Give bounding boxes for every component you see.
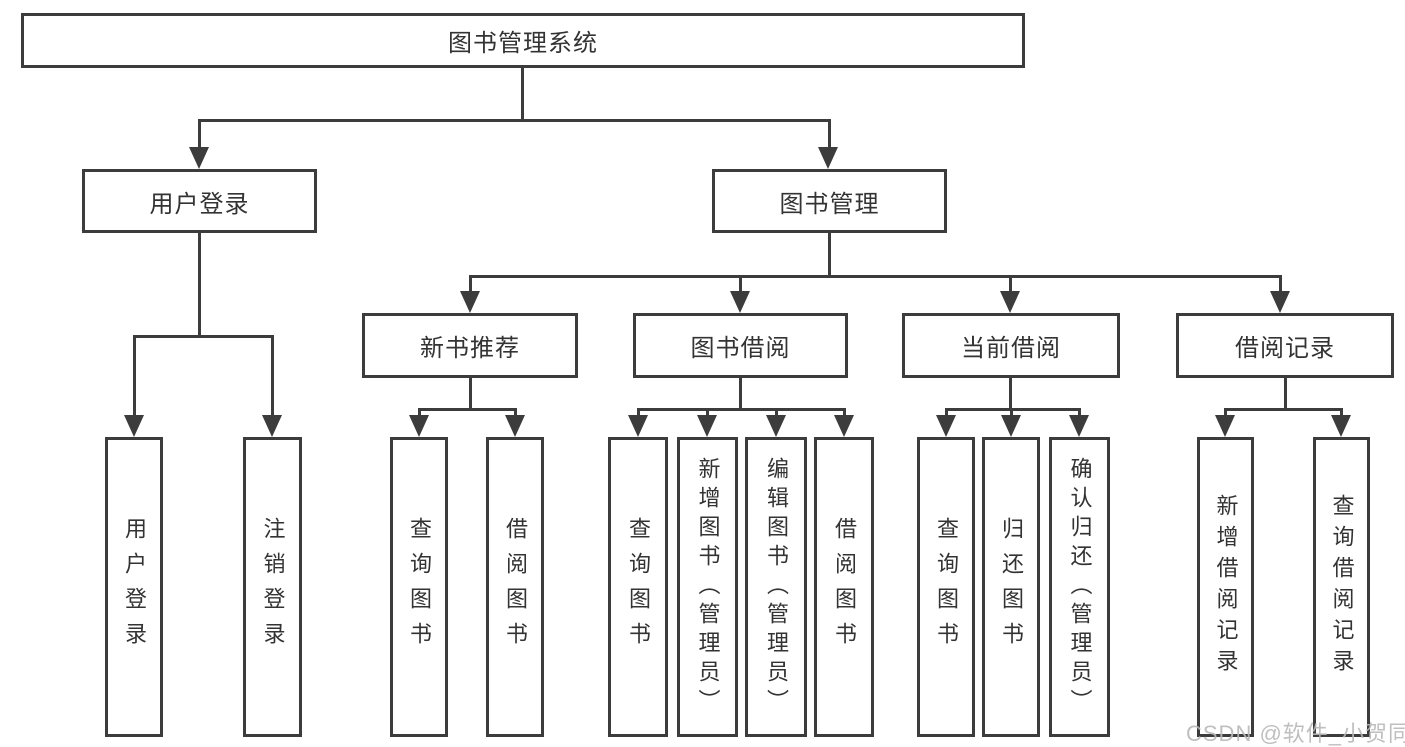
leaf-query-books-current: 查询图书 bbox=[917, 437, 975, 737]
arrowhead-down-icon bbox=[1000, 291, 1020, 313]
arrowhead-down-icon bbox=[834, 415, 854, 437]
leaf-edit-books-admin: 编辑图书（管理员） bbox=[745, 437, 807, 737]
connector-line bbox=[739, 378, 742, 408]
connector-line bbox=[198, 119, 201, 151]
connector-line bbox=[739, 275, 742, 295]
connector-line bbox=[637, 408, 846, 411]
connector-line bbox=[945, 408, 1081, 411]
connector-line bbox=[1340, 408, 1343, 420]
leaf-add-borrow-record: 新增借阅记录 bbox=[1197, 437, 1254, 737]
arrowhead-down-icon bbox=[1069, 415, 1089, 437]
connector-line bbox=[133, 335, 274, 338]
arrowhead-down-icon bbox=[1331, 415, 1351, 437]
leaf-user-login: 用户登录 bbox=[105, 437, 163, 737]
arrowhead-down-icon bbox=[766, 415, 786, 437]
arrowhead-down-icon bbox=[628, 415, 648, 437]
connector-line bbox=[637, 408, 640, 420]
connector-line bbox=[469, 275, 472, 295]
connector-line bbox=[1284, 378, 1287, 408]
node-current-borrowing: 当前借阅 bbox=[902, 313, 1120, 378]
connector-line bbox=[1010, 408, 1013, 420]
connector-line bbox=[514, 408, 517, 420]
connector-line bbox=[1279, 275, 1282, 295]
connector-line bbox=[1009, 378, 1012, 408]
leaf-logout: 注销登录 bbox=[243, 437, 302, 737]
node-new-book-recommendation: 新书推荐 bbox=[362, 313, 578, 378]
leaf-return-books: 归还图书 bbox=[982, 437, 1040, 737]
watermark: CSDN @软件_小贺同学 bbox=[1186, 721, 1405, 746]
connector-line bbox=[945, 408, 948, 420]
leaf-borrow-books-borrowing: 借阅图书 bbox=[814, 437, 874, 737]
arrowhead-down-icon bbox=[460, 291, 480, 313]
leaf-add-books-admin: 新增图书（管理员） bbox=[677, 437, 738, 737]
arrowhead-down-icon bbox=[262, 415, 282, 437]
connector-line bbox=[1009, 275, 1012, 295]
arrowhead-down-icon bbox=[730, 291, 750, 313]
leaf-borrow-books-recommend: 借阅图书 bbox=[486, 437, 544, 737]
leaf-confirm-return-admin: 确认归还（管理员） bbox=[1049, 437, 1110, 737]
connector-line bbox=[1078, 408, 1081, 420]
leaf-query-books-recommend: 查询图书 bbox=[390, 437, 448, 737]
connector-line bbox=[418, 408, 421, 420]
arrowhead-down-icon bbox=[1001, 415, 1021, 437]
node-library-management-system: 图书管理系统 bbox=[21, 13, 1025, 68]
connector-line bbox=[775, 408, 778, 420]
connector-line bbox=[828, 119, 831, 151]
leaf-query-books-borrowing: 查询图书 bbox=[608, 437, 668, 737]
connector-line bbox=[706, 408, 709, 420]
connector-line bbox=[133, 335, 136, 420]
arrowhead-down-icon bbox=[1270, 291, 1290, 313]
connector-line bbox=[198, 233, 201, 335]
connector-line bbox=[198, 119, 831, 122]
arrowhead-down-icon bbox=[409, 415, 429, 437]
arrowhead-down-icon bbox=[505, 415, 525, 437]
node-borrowing-records: 借阅记录 bbox=[1176, 313, 1394, 378]
connector-line bbox=[469, 378, 472, 408]
connector-line bbox=[469, 275, 1282, 278]
connector-line bbox=[843, 408, 846, 420]
arrowhead-down-icon bbox=[697, 415, 717, 437]
connector-line bbox=[1224, 408, 1343, 411]
arrowhead-down-icon bbox=[1215, 415, 1235, 437]
arrowhead-down-icon bbox=[818, 147, 838, 169]
node-user-login: 用户登录 bbox=[82, 169, 317, 233]
node-book-borrowing: 图书借阅 bbox=[633, 313, 848, 378]
connector-line bbox=[1224, 408, 1227, 420]
leaf-query-borrow-record: 查询借阅记录 bbox=[1313, 437, 1370, 737]
arrowhead-down-icon bbox=[189, 147, 209, 169]
arrowhead-down-icon bbox=[936, 415, 956, 437]
connector-line bbox=[521, 68, 524, 119]
arrowhead-down-icon bbox=[124, 415, 144, 437]
connector-line bbox=[271, 335, 274, 420]
connector-line bbox=[828, 233, 831, 275]
connector-line bbox=[418, 408, 517, 411]
node-book-management: 图书管理 bbox=[712, 169, 947, 233]
